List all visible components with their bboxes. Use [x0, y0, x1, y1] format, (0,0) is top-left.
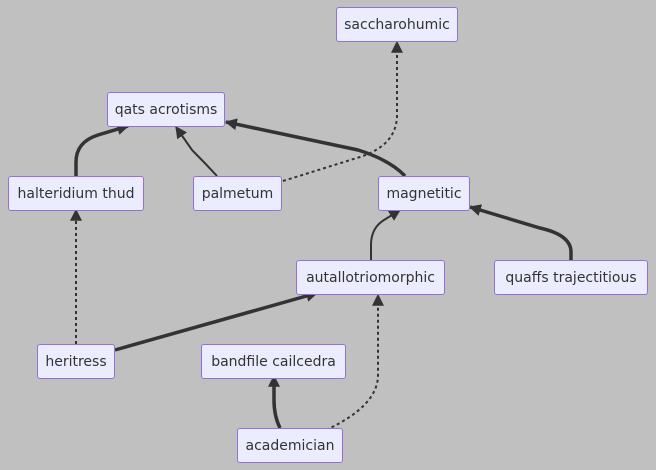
node-saccharohumic[interactable]: saccharohumic — [336, 7, 458, 42]
edge-autallotriomorphic-to-magnetitic — [370, 209, 402, 260]
edge-palmetum-to-saccharohumic — [282, 40, 403, 182]
node-autallotriomorphic[interactable]: autallotriomorphic — [296, 260, 445, 295]
node-palmetum[interactable]: palmetum — [193, 176, 282, 211]
node-bandfile-cailcedra[interactable]: bandfile cailcedra — [201, 344, 346, 379]
node-academician[interactable]: academician — [237, 428, 343, 463]
edge-palmetum-to-qats-acrotisms — [175, 126, 218, 177]
edge-quaffs-trajectitious-to-magnetitic — [468, 204, 573, 260]
node-halteridium-thud[interactable]: halteridium thud — [8, 176, 144, 211]
node-magnetitic[interactable]: magnetitic — [378, 176, 470, 211]
node-qats-acrotisms[interactable]: qats acrotisms — [107, 92, 225, 127]
edge-academician-to-bandfile-cailcedra — [268, 374, 282, 429]
node-quaffs-trajectitious[interactable]: quaffs trajectitious — [494, 260, 648, 295]
edge-heritress-to-autallotriomorphic — [114, 290, 319, 352]
edge-magnetitic-to-qats-acrotisms — [224, 118, 407, 178]
edge-academician-to-autallotriomorphic — [325, 293, 384, 431]
edge-halteridium-thud-to-qats-acrotisms — [74, 123, 130, 176]
node-heritress[interactable]: heritress — [37, 344, 115, 379]
